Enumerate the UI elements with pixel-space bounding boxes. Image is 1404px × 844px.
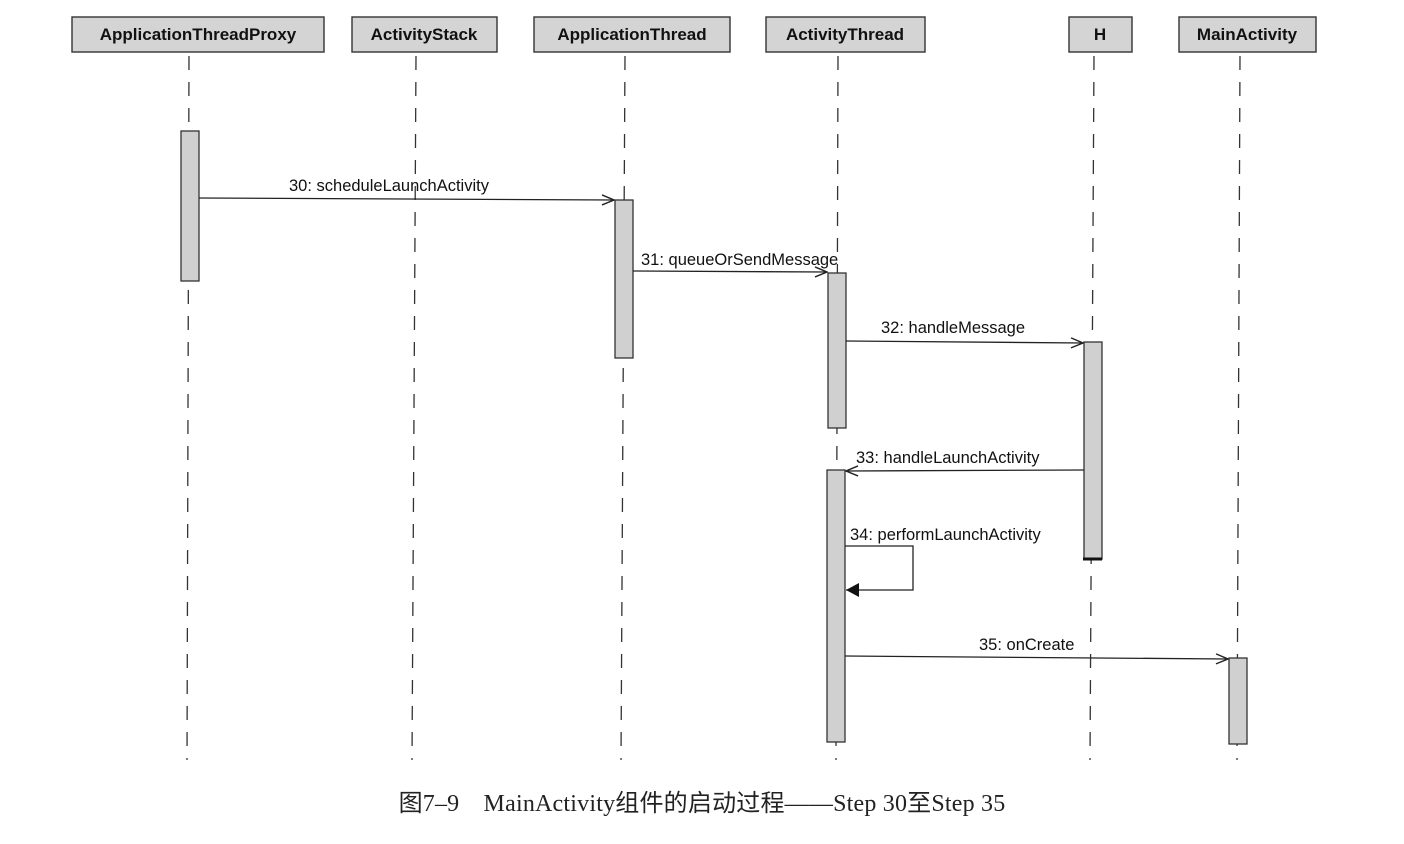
activation-bars <box>180 130 1248 745</box>
lifeline-main-activity <box>1236 55 1241 761</box>
actor-label: ActivityStack <box>371 25 478 44</box>
actor-label: ActivityThread <box>786 25 904 44</box>
activation-activity-thread-2 <box>826 469 846 743</box>
actor-label: H <box>1094 25 1106 44</box>
message-label-30: 30: scheduleLaunchActivity <box>289 177 490 195</box>
actor-h: H <box>1068 16 1133 53</box>
actor-label: MainActivity <box>1197 25 1298 44</box>
activation-activity-thread-1 <box>827 272 847 429</box>
actor-label: ApplicationThreadProxy <box>100 25 297 44</box>
activation-proxy <box>180 130 200 282</box>
message-arrow-30 <box>198 198 614 200</box>
message-arrow-33 <box>846 470 1085 471</box>
message-label-34: 34: performLaunchActivity <box>850 526 1042 544</box>
message-arrow-34-self <box>845 545 914 597</box>
activation-main-activity <box>1228 657 1248 745</box>
lifeline-activity-stack <box>411 55 417 761</box>
actor-main-activity: MainActivity <box>1178 16 1317 53</box>
message-label-31: 31: queueOrSendMessage <box>641 251 838 269</box>
lifelines <box>186 55 1241 761</box>
message-labels: 30: scheduleLaunchActivity 31: queueOrSe… <box>289 177 1074 654</box>
actor-application-thread: ApplicationThread <box>533 16 731 53</box>
sequence-diagram: ApplicationThreadProxy ActivityStack App… <box>71 16 1317 761</box>
activation-h <box>1083 341 1103 560</box>
actor-boxes: ApplicationThreadProxy ActivityStack App… <box>71 16 1317 53</box>
figure-caption: 图7–9 MainActivity组件的启动过程——Step 30至Step 3… <box>398 791 1006 817</box>
actor-activity-thread: ActivityThread <box>765 16 926 53</box>
lifeline-activity-thread <box>835 55 839 761</box>
actor-activity-stack: ActivityStack <box>351 16 498 53</box>
lifeline-application-thread <box>620 55 626 761</box>
message-label-35: 35: onCreate <box>979 636 1074 654</box>
message-label-32: 32: handleMessage <box>881 319 1025 337</box>
messages <box>198 198 1228 659</box>
actor-application-thread-proxy: ApplicationThreadProxy <box>71 16 325 53</box>
message-arrow-35 <box>844 656 1228 659</box>
lifeline-h <box>1089 55 1095 761</box>
message-arrow-31 <box>632 271 827 272</box>
actor-label: ApplicationThread <box>557 25 706 44</box>
activation-application-thread <box>614 199 634 359</box>
message-label-33: 33: handleLaunchActivity <box>856 449 1040 467</box>
message-arrow-32 <box>845 341 1083 343</box>
